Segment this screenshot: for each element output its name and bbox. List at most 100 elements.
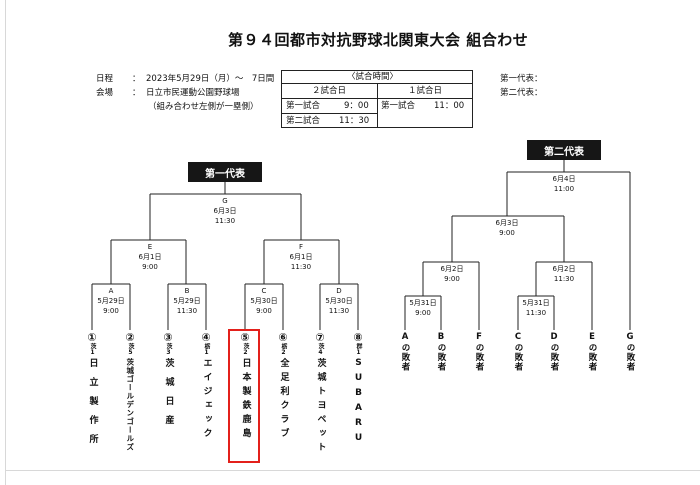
game-c-time: 9:00	[256, 307, 272, 315]
game-b-label: B 5月29日 11:30	[162, 286, 212, 316]
venue-value: 日立市民運動公園野球場	[146, 88, 240, 98]
repechage-semi-label: 6月3日 9:00	[482, 218, 532, 238]
loser-a: Aの敗者	[400, 332, 410, 372]
game-d-date: 5月30日	[325, 297, 353, 305]
schedule-row1-label: 第一試合	[286, 101, 321, 111]
team-slot-5: ⑤ 茨2 日本製鉄鹿島	[237, 332, 253, 442]
side-note: （組み合わせ左側が一塁側）	[148, 102, 259, 112]
team-name: 茨城日産	[163, 358, 174, 434]
game-f-id: F	[298, 243, 304, 251]
game-e-date: 6月1日	[138, 253, 162, 261]
game-c-label: C 5月30日 9:00	[239, 286, 289, 316]
schedule-col1-title: １試合日	[408, 86, 443, 96]
schedule-table: 〈試合時間〉 ２試合日 １試合日 第一試合 9：00 第二試合 11：30 第一…	[281, 70, 473, 128]
repechage-q2-label: 6月2日 11:30	[539, 264, 589, 284]
game-b-date: 5月29日	[173, 297, 201, 305]
repechage-q1-time: 9:00	[444, 275, 460, 283]
repechage-semi-date: 6月3日	[495, 219, 519, 227]
team-slot-4: ④ 栃1 エイジェック	[198, 332, 214, 442]
repechage-r1-date: 5月31日	[409, 299, 437, 307]
page-title: 第９４回都市対抗野球北関東大会 組合わせ	[228, 31, 529, 49]
colon: ：	[132, 88, 141, 98]
first-rep-label: 第一代表：	[500, 74, 543, 84]
team-prefecture: 茨3	[165, 343, 172, 356]
page-edge-left	[5, 0, 6, 485]
team-slot-3: ③ 茨3 茨城日産	[160, 332, 176, 434]
game-c-date: 5月30日	[250, 297, 278, 305]
first-rep-header: 第一代表	[188, 162, 262, 182]
game-g-time: 11:30	[214, 217, 236, 225]
repechage-r2-time: 11:30	[525, 309, 547, 317]
repechage-q1-label: 6月2日 9:00	[427, 264, 477, 284]
repechage-final-label: 6月4日 11:00	[539, 174, 589, 194]
team-slot-2: ② 茨5 茨城ゴールデンゴールズ	[122, 332, 138, 452]
game-d-time: 11:30	[328, 307, 350, 315]
date-value: 2023年5月29日（月）～ 7日間	[146, 74, 275, 84]
repechage-semi-time: 9:00	[499, 229, 515, 237]
team-slot-6: ⑥ 栃2 全足利クラブ	[275, 332, 291, 442]
team-number: ⑦	[315, 331, 325, 344]
team-name: エイジェック	[201, 358, 212, 442]
game-e-id: E	[147, 243, 153, 251]
loser-c: Cの敗者	[513, 332, 523, 372]
game-a-time: 9:00	[103, 307, 119, 315]
team-number: ④	[201, 331, 211, 344]
game-g-label: G 6月3日 11:30	[200, 196, 250, 226]
second-rep-label: 第二代表：	[500, 88, 543, 98]
team-name: SUBARU	[353, 358, 364, 448]
game-e-label: E 6月1日 9:00	[125, 242, 175, 272]
team-slot-7: ⑦ 茨4 茨城トヨペット	[312, 332, 328, 456]
repechage-q2-time: 11:30	[553, 275, 575, 283]
team-prefecture: 茨5	[127, 343, 134, 356]
team-slot-8: ⑧ 群1 SUBARU	[350, 332, 366, 448]
loser-d: Dの敗者	[549, 332, 559, 372]
game-a-id: A	[108, 287, 114, 295]
repechage-final-time: 11:00	[553, 185, 575, 193]
team-number: ⑤	[240, 331, 250, 344]
game-g-id: G	[222, 197, 228, 205]
schedule-col1-row1-time: 11：00	[434, 101, 465, 111]
loser-e: Eの敗者	[587, 332, 597, 372]
loser-b: Bの敗者	[436, 332, 446, 372]
team-prefecture: 栃1	[203, 343, 210, 356]
loser-f: Fの敗者	[474, 332, 484, 372]
team-prefecture: 茨1	[89, 343, 96, 356]
game-b-id: B	[184, 287, 190, 295]
game-d-id: D	[336, 287, 342, 295]
game-f-date: 6月1日	[289, 253, 313, 261]
game-e-time: 9:00	[142, 263, 158, 271]
team-name: 全足利クラブ	[278, 358, 289, 442]
game-g-date: 6月3日	[213, 207, 237, 215]
schedule-row2-label: 第二試合	[286, 116, 321, 126]
team-number: ⑥	[278, 331, 288, 344]
team-highlight-box	[228, 329, 260, 463]
team-name: 茨城ゴールデンゴールズ	[125, 358, 135, 452]
second-rep-header: 第二代表	[527, 140, 601, 160]
game-b-time: 11:30	[176, 307, 198, 315]
loser-g: Gの敗者	[625, 332, 635, 372]
team-number: ①	[87, 331, 97, 344]
repechage-r2-label: 5月31日 11:30	[511, 298, 561, 318]
schedule-col1-row1-label: 第一試合	[381, 101, 416, 111]
repechage-q1-date: 6月2日	[440, 265, 464, 273]
schedule-row1-time: 9：00	[344, 101, 369, 111]
game-d-label: D 5月30日 11:30	[314, 286, 364, 316]
schedule-row2-time: 11：30	[339, 116, 370, 126]
venue-label: 会場	[96, 88, 114, 98]
repechage-r2-date: 5月31日	[522, 299, 550, 307]
team-name: 茨城トヨペット	[315, 358, 326, 456]
team-name: 日本製鉄鹿島	[240, 358, 251, 442]
repechage-q2-date: 6月2日	[552, 265, 576, 273]
team-number: ③	[163, 331, 173, 344]
game-a-date: 5月29日	[97, 297, 125, 305]
repechage-r1-time: 9:00	[415, 309, 431, 317]
schedule-header: 〈試合時間〉	[347, 72, 399, 82]
game-a-label: A 5月29日 9:00	[86, 286, 136, 316]
team-slot-1: ① 茨1 日立製作所	[84, 332, 100, 453]
team-prefecture: 茨2	[242, 343, 249, 356]
team-number: ⑧	[353, 331, 363, 344]
schedule-col2-title: ２試合日	[312, 86, 347, 96]
team-prefecture: 栃2	[280, 343, 287, 356]
team-prefecture: 群1	[355, 343, 362, 356]
